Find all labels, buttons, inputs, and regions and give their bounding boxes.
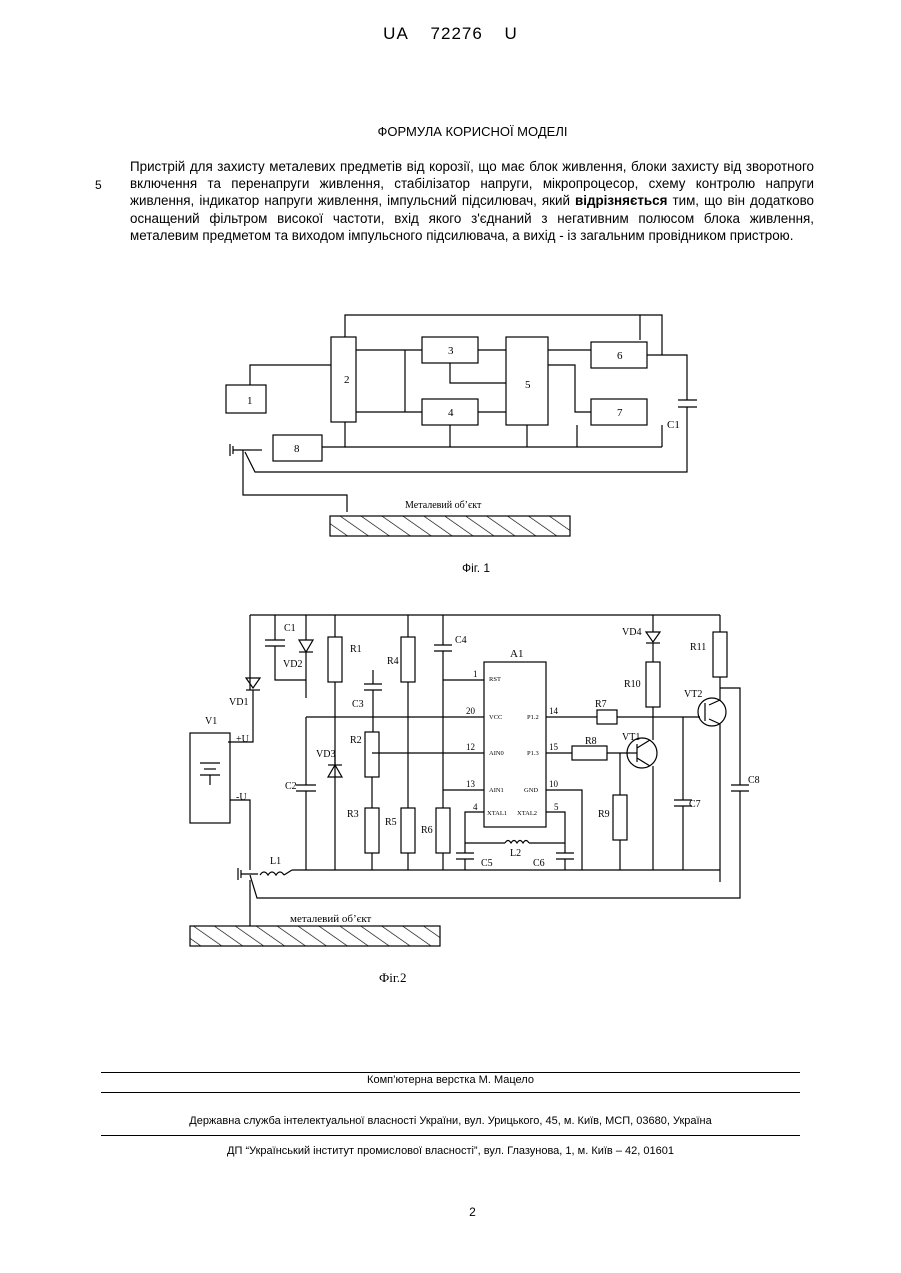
footer-rule-1: [101, 1072, 800, 1073]
fig2-r8: [572, 746, 607, 760]
footer-layout-credit: Комп’ютерна верстка М. Мацело: [0, 1074, 901, 1086]
fig2-pin-13: 13: [466, 779, 476, 789]
fig2-pin-vcc: VCC: [489, 714, 502, 721]
footer-office: Державна служба інтелектуальної власност…: [0, 1115, 901, 1127]
fig2-minus-u-label: -U: [236, 792, 247, 803]
fig2-pin-1: 1: [473, 669, 478, 679]
page-number: 2: [0, 1205, 901, 1219]
fig2-r1: [328, 637, 342, 682]
fig2-vd3-label: VD3: [316, 749, 335, 760]
fig2-pin-4: 4: [473, 802, 478, 812]
fig1-block-8-label: 8: [294, 443, 300, 455]
fig2-pin-10: 10: [549, 779, 559, 789]
fig2-c5-label: C5: [481, 858, 493, 869]
fig2-r6-label: R6: [421, 825, 433, 836]
fig2-l2-label: L2: [510, 848, 521, 859]
fig1-caption: Фіг. 1: [462, 561, 490, 575]
fig1-block-4-label: 4: [448, 407, 454, 419]
fig2-r6: [436, 808, 450, 853]
fig2-pin-12: 12: [466, 742, 475, 752]
fig2-r7: [597, 710, 617, 724]
fig2-r11: [713, 632, 727, 677]
fig2-pin-ain0: AIN0: [489, 750, 504, 757]
fig2-vd1-label: VD1: [229, 697, 248, 708]
fig2-r10-label: R10: [624, 679, 641, 690]
fig2-v1-label: V1: [205, 716, 217, 727]
fig2-r9-label: R9: [598, 809, 610, 820]
fig2-a1-label: A1: [510, 648, 523, 660]
fig2-c3-label: C3: [352, 699, 364, 710]
fig2-pin-14: 14: [549, 706, 559, 716]
fig2-r5-label: R5: [385, 817, 397, 828]
fig2-pin-20: 20: [466, 706, 476, 716]
fig1-c1-label: C1: [667, 419, 680, 431]
fig1-metal-object: [330, 516, 570, 536]
fig2-r2: [365, 732, 379, 777]
fig2-r10: [646, 662, 660, 707]
footer-rule-2: [101, 1092, 800, 1093]
fig2-pin-15: 15: [549, 742, 559, 752]
fig2-pin-xtal2: XTAL2: [517, 810, 537, 817]
fig2-metal-object: [190, 926, 440, 946]
fig2-pin-gnd: GND: [524, 787, 538, 794]
fig2-r3: [365, 808, 379, 853]
fig1-block-7-label: 7: [617, 407, 623, 419]
fig2-c6-label: C6: [533, 858, 545, 869]
fig1-block-1: [226, 385, 266, 413]
fig1-block-2-label: 2: [344, 374, 350, 386]
fig2-r4: [401, 637, 415, 682]
fig2-plus-u-label: +U: [236, 734, 250, 745]
fig2-pin-rst: RST: [489, 676, 501, 683]
fig2-r5: [401, 808, 415, 853]
fig2-c1-label: C1: [284, 623, 296, 634]
fig2-pin-ain1: AIN1: [489, 787, 504, 794]
fig2-vd2-label: VD2: [283, 659, 302, 670]
fig2-vt1-label: VT1: [622, 732, 640, 743]
fig2-c2-label: C2: [285, 781, 297, 792]
fig2-r2-label: R2: [350, 735, 362, 746]
fig1-block-6-label: 6: [617, 350, 623, 362]
footer-rule-3: [101, 1135, 800, 1136]
fig2-r11-label: R11: [690, 642, 706, 653]
fig2-pin-xtal1: XTAL1: [487, 810, 507, 817]
fig2-c7-label: C7: [689, 799, 701, 810]
fig2-l1-label: L1: [270, 856, 281, 867]
fig2-vd4-label: VD4: [622, 627, 641, 638]
fig2-pin-p12: P1.2: [527, 714, 539, 721]
fig2-c4-label: C4: [455, 635, 467, 646]
fig1-block-5-label: 5: [525, 379, 531, 391]
fig2-r3-label: R3: [347, 809, 359, 820]
fig2-c8-label: C8: [748, 775, 760, 786]
fig2-vt2-label: VT2: [684, 689, 702, 700]
fig2-r7-label: R7: [595, 699, 607, 710]
fig1-block-1-label: 1: [247, 395, 253, 407]
fig2-r9: [613, 795, 627, 840]
fig2-r4-label: R4: [387, 656, 399, 667]
fig2-a1-chip: [484, 662, 546, 827]
fig2-vt2: [698, 698, 726, 726]
fig2-r1-label: R1: [350, 644, 362, 655]
footer-institute: ДП “Український інститут промислової вла…: [0, 1145, 901, 1157]
fig1-object-label: Металевий об’єкт: [405, 500, 482, 511]
fig2-r8-label: R8: [585, 736, 597, 747]
fig2-pin-p13: P1.3: [527, 750, 539, 757]
fig2-caption: Фіг.2: [379, 970, 407, 985]
fig2-pin-5: 5: [554, 802, 559, 812]
fig2-object-label: металевий об’єкт: [290, 913, 372, 925]
fig1-block-3-label: 3: [448, 345, 454, 357]
